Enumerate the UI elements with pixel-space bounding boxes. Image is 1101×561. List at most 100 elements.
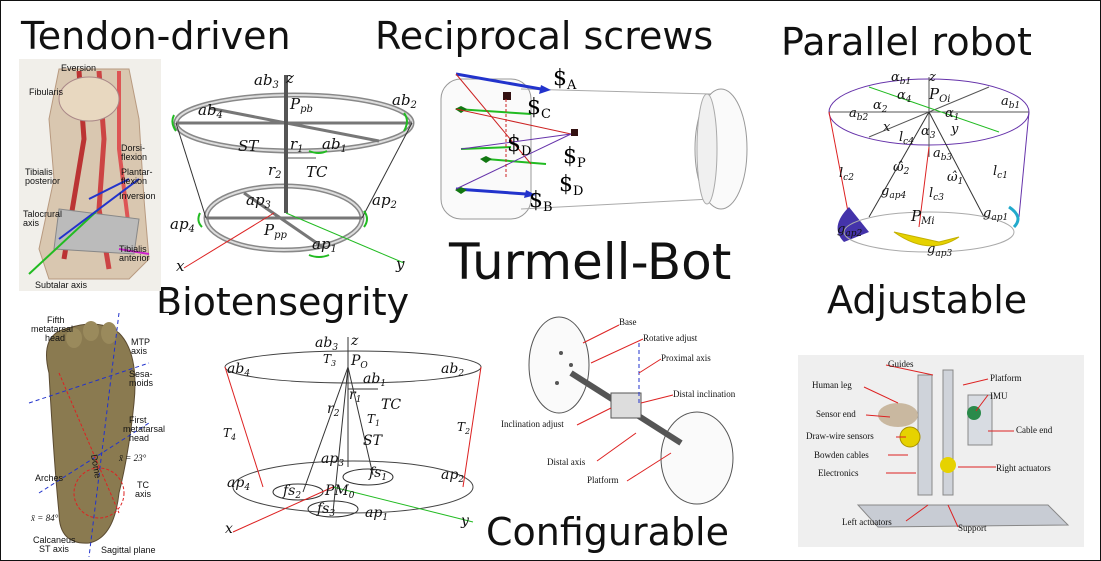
label-bio-ap1: ap1 (365, 505, 388, 523)
label-ab3: ab3 (254, 71, 279, 91)
label-rotative-adjust: Rotative adjust (643, 333, 698, 343)
label-alpha4: α4 (897, 88, 912, 105)
label-y: y (395, 255, 405, 273)
label-alpha2: α2 (873, 98, 888, 115)
label-bio-pm0: PM0 (324, 483, 355, 501)
label-mtp-axis: axis (131, 346, 148, 356)
label-bio-ab3: ab3 (315, 335, 338, 353)
label-tibialis-anterior-2: anterior (119, 253, 150, 263)
label-p-pb: Ppb (289, 95, 313, 115)
label-subtalar-axis: Subtalar axis (35, 280, 88, 290)
label-tc: TC (137, 480, 149, 490)
label-p-pp: Ppp (263, 221, 287, 241)
label-fibularis: Fibularis (29, 87, 64, 97)
label-p-oi: POi (928, 85, 951, 105)
heading-reciprocal-screws: Reciprocal screws (375, 14, 714, 58)
tendon-mechanism-diagram: ab3 z ab2 ab4 ab1 Ppb ST r1 r2 TC ap3 ap… (170, 69, 417, 275)
label-tibialis-posterior-2: posterior (25, 176, 60, 186)
label-y-parallel: y (950, 122, 959, 137)
biotensegrity-diagram: ab3 z T3 PO ab4 ab2 ab1 r1 r2 TC T1 T4 T… (223, 333, 482, 537)
label-ab2: ab2 (392, 91, 417, 111)
label-support: Support (958, 523, 987, 533)
label-omega2: ω̂2 (893, 160, 910, 177)
label-plantar: Plantar- (121, 167, 153, 177)
label-r1: r1 (290, 135, 304, 155)
foot-anatomy-panel: Eversion Fibularis Dorsi- flexion Planta… (19, 59, 161, 291)
label-tc-axis: axis (135, 489, 152, 499)
label-bio-ap3: ap3 (321, 451, 344, 469)
label-bio-r2: r2 (327, 401, 340, 419)
label-mtp: MTP (131, 337, 150, 347)
label-calcaneus: Calcaneus (33, 535, 76, 545)
label-r2: r2 (268, 161, 282, 181)
label-distal-axis: Distal axis (547, 457, 586, 467)
label-bio-p-o: PO (350, 353, 368, 371)
label-cable-end: Cable end (1016, 425, 1053, 435)
label-proximal-axis: Proximal axis (661, 353, 711, 363)
label-gap3: gap3 (927, 242, 952, 259)
label-sensor-end: Sensor end (816, 409, 856, 419)
heading-adjustable: Adjustable (827, 278, 1028, 322)
label-sagittal-plane: Sagittal plane (101, 545, 156, 555)
label-imu: IMU (990, 391, 1008, 401)
label-a-b1: ab1 (1001, 94, 1020, 111)
label-screw-d2: $D (559, 172, 583, 199)
label-alpha1: α1 (945, 106, 960, 123)
label-draw-wire-sensors: Draw-wire sensors (806, 431, 874, 441)
label-bio-z: z (350, 333, 359, 349)
heading-turmell-bot: Turmell-Bot (449, 233, 732, 291)
label-gap4: gap4 (881, 184, 906, 201)
label-ap2: ap2 (372, 191, 397, 211)
label-fifth: Fifth (47, 315, 65, 325)
label-lc2: lc2 (839, 166, 854, 183)
label-base: Base (619, 317, 637, 327)
label-screw-p: $P (563, 144, 586, 171)
label-xbar-23: x̄ = 23° (118, 453, 147, 463)
label-alpha3: α3 (921, 124, 936, 141)
label-lc1: lc1 (993, 164, 1008, 181)
label-bio-ap2: ap2 (441, 467, 464, 485)
label-bio-y: y (460, 513, 470, 529)
reciprocal-screws-diagram: $A $C $D $P $D $B (440, 66, 748, 220)
label-ap4: ap4 (170, 215, 195, 235)
label-bio-fs2: fs2 (282, 483, 301, 501)
label-tc: TC (306, 163, 328, 181)
label-gap1: gap1 (983, 206, 1008, 223)
label-talocrural-1: Talocrural (23, 209, 62, 219)
configurable-diagram: Base Rotative adjust Proximal axis Dista… (501, 316, 736, 505)
label-z: z (285, 69, 294, 87)
label-sesa: Sesa- (129, 369, 153, 379)
label-screw-d1: $D (507, 132, 531, 159)
label-bio-fs3: fs3 (316, 501, 335, 519)
label-z-parallel: z (928, 70, 936, 85)
label-bio-ap4: ap4 (227, 475, 250, 493)
label-distal-inclination: Distal inclination (673, 389, 736, 399)
label-right-actuators: Right actuators (996, 463, 1051, 473)
label-screw-b: $B (529, 188, 553, 215)
label-plantar-flexion: flexion (121, 176, 147, 186)
heading-biotensegrity: Biotensegrity (156, 280, 410, 324)
label-p-mi: PMi (910, 207, 935, 227)
label-bio-t2: T2 (457, 420, 470, 436)
label-bio-r1: r1 (349, 387, 361, 405)
heading-tendon-driven: Tendon-driven (21, 14, 291, 58)
label-bio-tc: TC (381, 397, 401, 413)
label-ap3: ap3 (246, 191, 271, 211)
label-bio-ab2: ab2 (441, 361, 464, 379)
label-bio-t3: T3 (323, 352, 336, 368)
label-ab4: ab4 (198, 101, 223, 121)
label-inversion: Inversion (119, 191, 156, 201)
label-sesa-moids: moids (129, 378, 154, 388)
label-left-actuators: Left actuators (842, 517, 892, 527)
label-bio-x: x (225, 521, 233, 537)
label-xbar-84: x̄ = 84° (30, 513, 59, 523)
adjustable-diagram: Guides Human leg Platform IMU Sensor end… (798, 355, 1084, 547)
label-platform-adj: Platform (990, 373, 1022, 383)
label-bio-t4: T4 (223, 426, 236, 442)
label-bio-fs1: fs1 (368, 465, 387, 483)
label-first-head: head (129, 433, 149, 443)
label-bio-ab4: ab4 (227, 361, 250, 379)
label-first: First (129, 415, 147, 425)
label-talocrural-2: axis (23, 218, 40, 228)
